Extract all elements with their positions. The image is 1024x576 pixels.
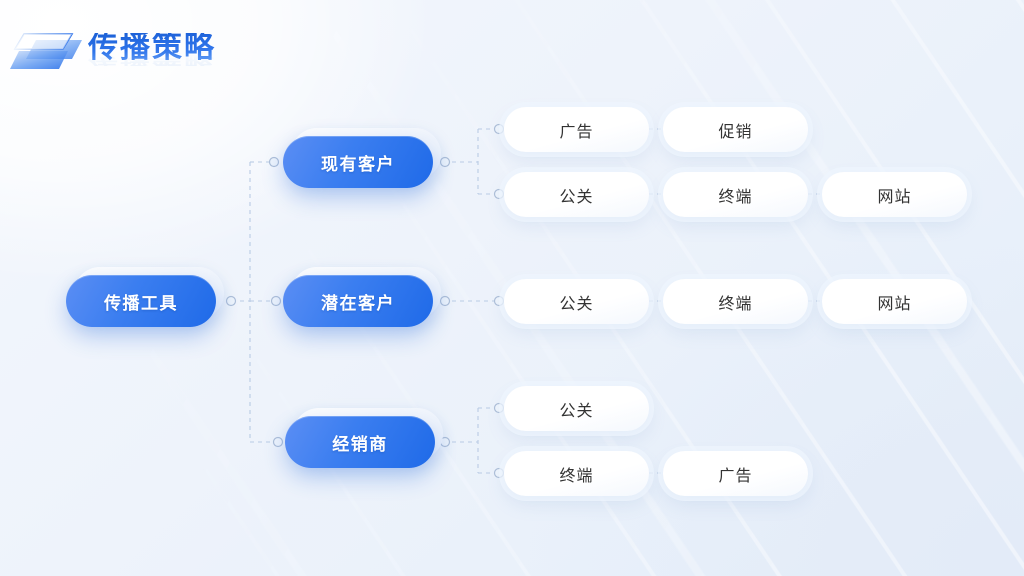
- branch-node-label: 经销商: [285, 416, 435, 468]
- leaf-card[interactable]: 网站: [822, 172, 967, 217]
- leaf-card-label: 广告: [718, 467, 753, 485]
- leaf-card-label: 终端: [559, 467, 594, 485]
- leaf-card[interactable]: 公关: [504, 172, 649, 217]
- root-node[interactable]: 传播工具: [66, 267, 224, 327]
- branch-node-potential-customer[interactable]: 潜在客户: [283, 267, 441, 327]
- leaf-card[interactable]: 公关: [504, 279, 649, 324]
- leaf-card-label: 广告: [559, 123, 594, 141]
- leaf-card[interactable]: 终端: [663, 172, 808, 217]
- leaf-card[interactable]: 终端: [663, 279, 808, 324]
- branch-node-label: 潜在客户: [283, 275, 433, 327]
- leaf-card-label: 公关: [559, 295, 594, 313]
- leaf-card-label: 终端: [718, 188, 753, 206]
- leaf-card[interactable]: 公关: [504, 386, 649, 431]
- leaf-card-label: 促销: [718, 123, 753, 141]
- leaf-card[interactable]: 广告: [663, 451, 808, 496]
- leaf-card-label: 公关: [559, 402, 594, 420]
- leaf-card[interactable]: 广告: [504, 107, 649, 152]
- stacked-parallelogram-logo-icon: [10, 28, 82, 74]
- leaf-card-label: 网站: [877, 295, 912, 313]
- leaf-card[interactable]: 终端: [504, 451, 649, 496]
- leaf-card-label: 终端: [718, 295, 753, 313]
- branch-node-label: 现有客户: [283, 136, 433, 188]
- leaf-card-label: 网站: [877, 188, 912, 206]
- leaf-card[interactable]: 网站: [822, 279, 967, 324]
- leaf-card[interactable]: 促销: [663, 107, 808, 152]
- branch-node-dealer[interactable]: 经销商: [285, 408, 443, 468]
- branch-node-existing-customer[interactable]: 现有客户: [283, 128, 441, 188]
- root-node-label: 传播工具: [66, 275, 216, 327]
- slide-header: 传播策略 传播策略: [0, 0, 1024, 110]
- page-title: 传播策略: [88, 31, 216, 64]
- leaf-card-label: 公关: [559, 188, 594, 206]
